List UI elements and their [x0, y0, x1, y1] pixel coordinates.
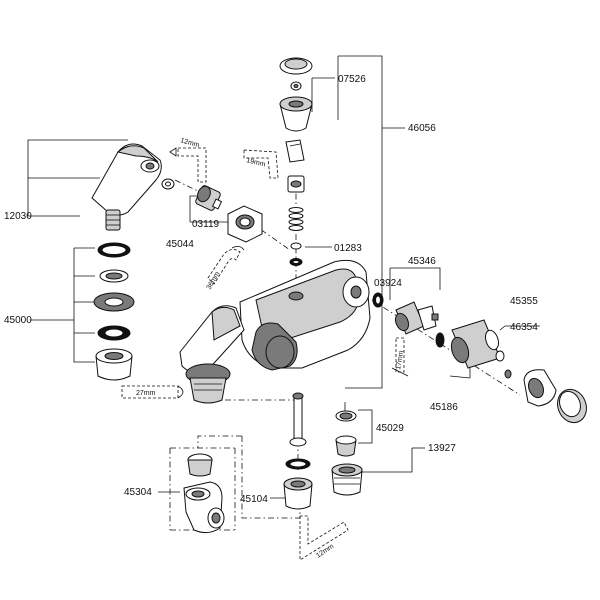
label-45355: 45355	[510, 296, 538, 307]
diverter-housing-45304	[183, 453, 225, 534]
thermostat-handle	[523, 369, 587, 424]
dim-12mm-top: 12mm	[179, 137, 200, 149]
label-01283: 01283	[334, 243, 362, 254]
dim-27mm: 27mm	[136, 390, 156, 397]
label-12030: 12030	[4, 211, 32, 222]
check-valve-03119	[195, 185, 223, 211]
label-45029: 45029	[376, 423, 404, 434]
dim-17mm: 17mm	[395, 350, 405, 371]
label-46354: 46354	[510, 322, 538, 333]
seal-stack-45000	[93, 242, 135, 381]
dim-36mm: 36mm	[206, 271, 222, 291]
shower-holder-part	[91, 143, 162, 231]
label-45304: 45304	[124, 487, 152, 498]
label-45044: 45044	[166, 239, 194, 250]
union-nut-45044	[227, 205, 263, 243]
allen-key-12mm-top	[169, 147, 207, 183]
label-03119: 03119	[192, 219, 220, 230]
dim-19mm: 19mm	[246, 157, 267, 169]
label-46056: 46056	[408, 123, 436, 134]
allen-key-27mm	[121, 385, 184, 399]
allen-key-17mm	[391, 337, 409, 377]
spanner-36mm	[207, 246, 245, 285]
label-45186: 45186	[430, 402, 458, 413]
thermostat-element	[435, 319, 512, 379]
part-labels: 07526 46056 12030 03119 45044 01283 4534…	[4, 74, 538, 505]
diverter-stem	[283, 392, 313, 510]
label-45346: 45346	[408, 256, 436, 267]
mixer-body	[179, 259, 371, 404]
label-45104: 45104	[240, 494, 268, 505]
diverter-spindle	[287, 175, 305, 266]
label-13927: 13927	[428, 443, 456, 454]
allen-key-19mm	[243, 149, 279, 179]
diverter-clip	[285, 139, 305, 163]
label-03924: 03924	[374, 278, 402, 289]
dim-12mm-bottom: 12mm	[315, 543, 335, 560]
label-45000: 45000	[4, 315, 32, 326]
aerator-parts	[331, 410, 363, 496]
label-07526: 07526	[338, 74, 366, 85]
cartridge-45346	[372, 292, 439, 335]
cap-07526	[279, 57, 313, 132]
